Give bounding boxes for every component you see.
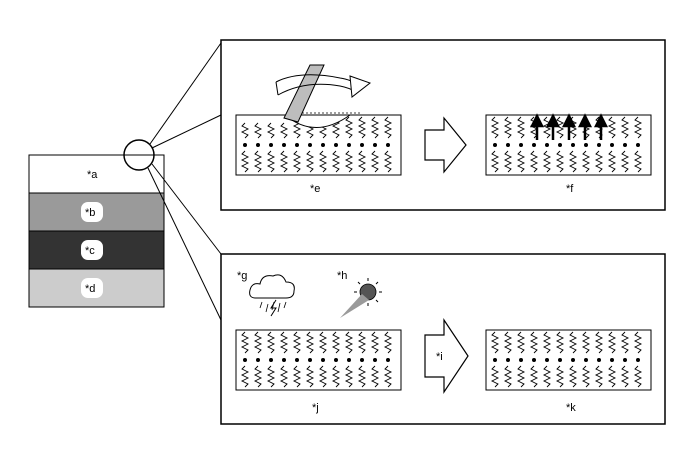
- layer-b-label-bg: [81, 202, 103, 222]
- layer-c-label: *c: [85, 245, 95, 257]
- label-j: *j: [312, 402, 319, 414]
- top-transition-arrow: [424, 116, 467, 174]
- healed-coating: [485, 113, 652, 176]
- layer-d-label: *d: [85, 283, 95, 295]
- label-e: *e: [310, 183, 320, 195]
- magnifier-callout: [123, 42, 222, 321]
- label-i: *i: [436, 351, 443, 363]
- scratch-tool: [275, 64, 372, 123]
- label-h: *h: [337, 270, 347, 282]
- restored-coating: [485, 329, 652, 391]
- layer-a-label: *a: [87, 169, 98, 181]
- scratched-coating: [235, 112, 402, 176]
- sun-icon: [340, 278, 382, 318]
- label-k: *k: [566, 402, 576, 414]
- layer-c-label-bg: [81, 240, 103, 260]
- layer-stack: *a *b *c *d: [28, 154, 165, 308]
- layer-b-label: *b: [85, 207, 95, 219]
- bottom-transition-arrow: [424, 318, 469, 394]
- layer-d-label-bg: [81, 278, 103, 298]
- weathered-coating: [235, 329, 402, 391]
- label-f: *f: [566, 183, 574, 195]
- label-g: *g: [237, 270, 247, 282]
- top-panel: [220, 39, 666, 211]
- bottom-panel: [220, 253, 666, 425]
- rain-cloud-icon: [249, 274, 295, 317]
